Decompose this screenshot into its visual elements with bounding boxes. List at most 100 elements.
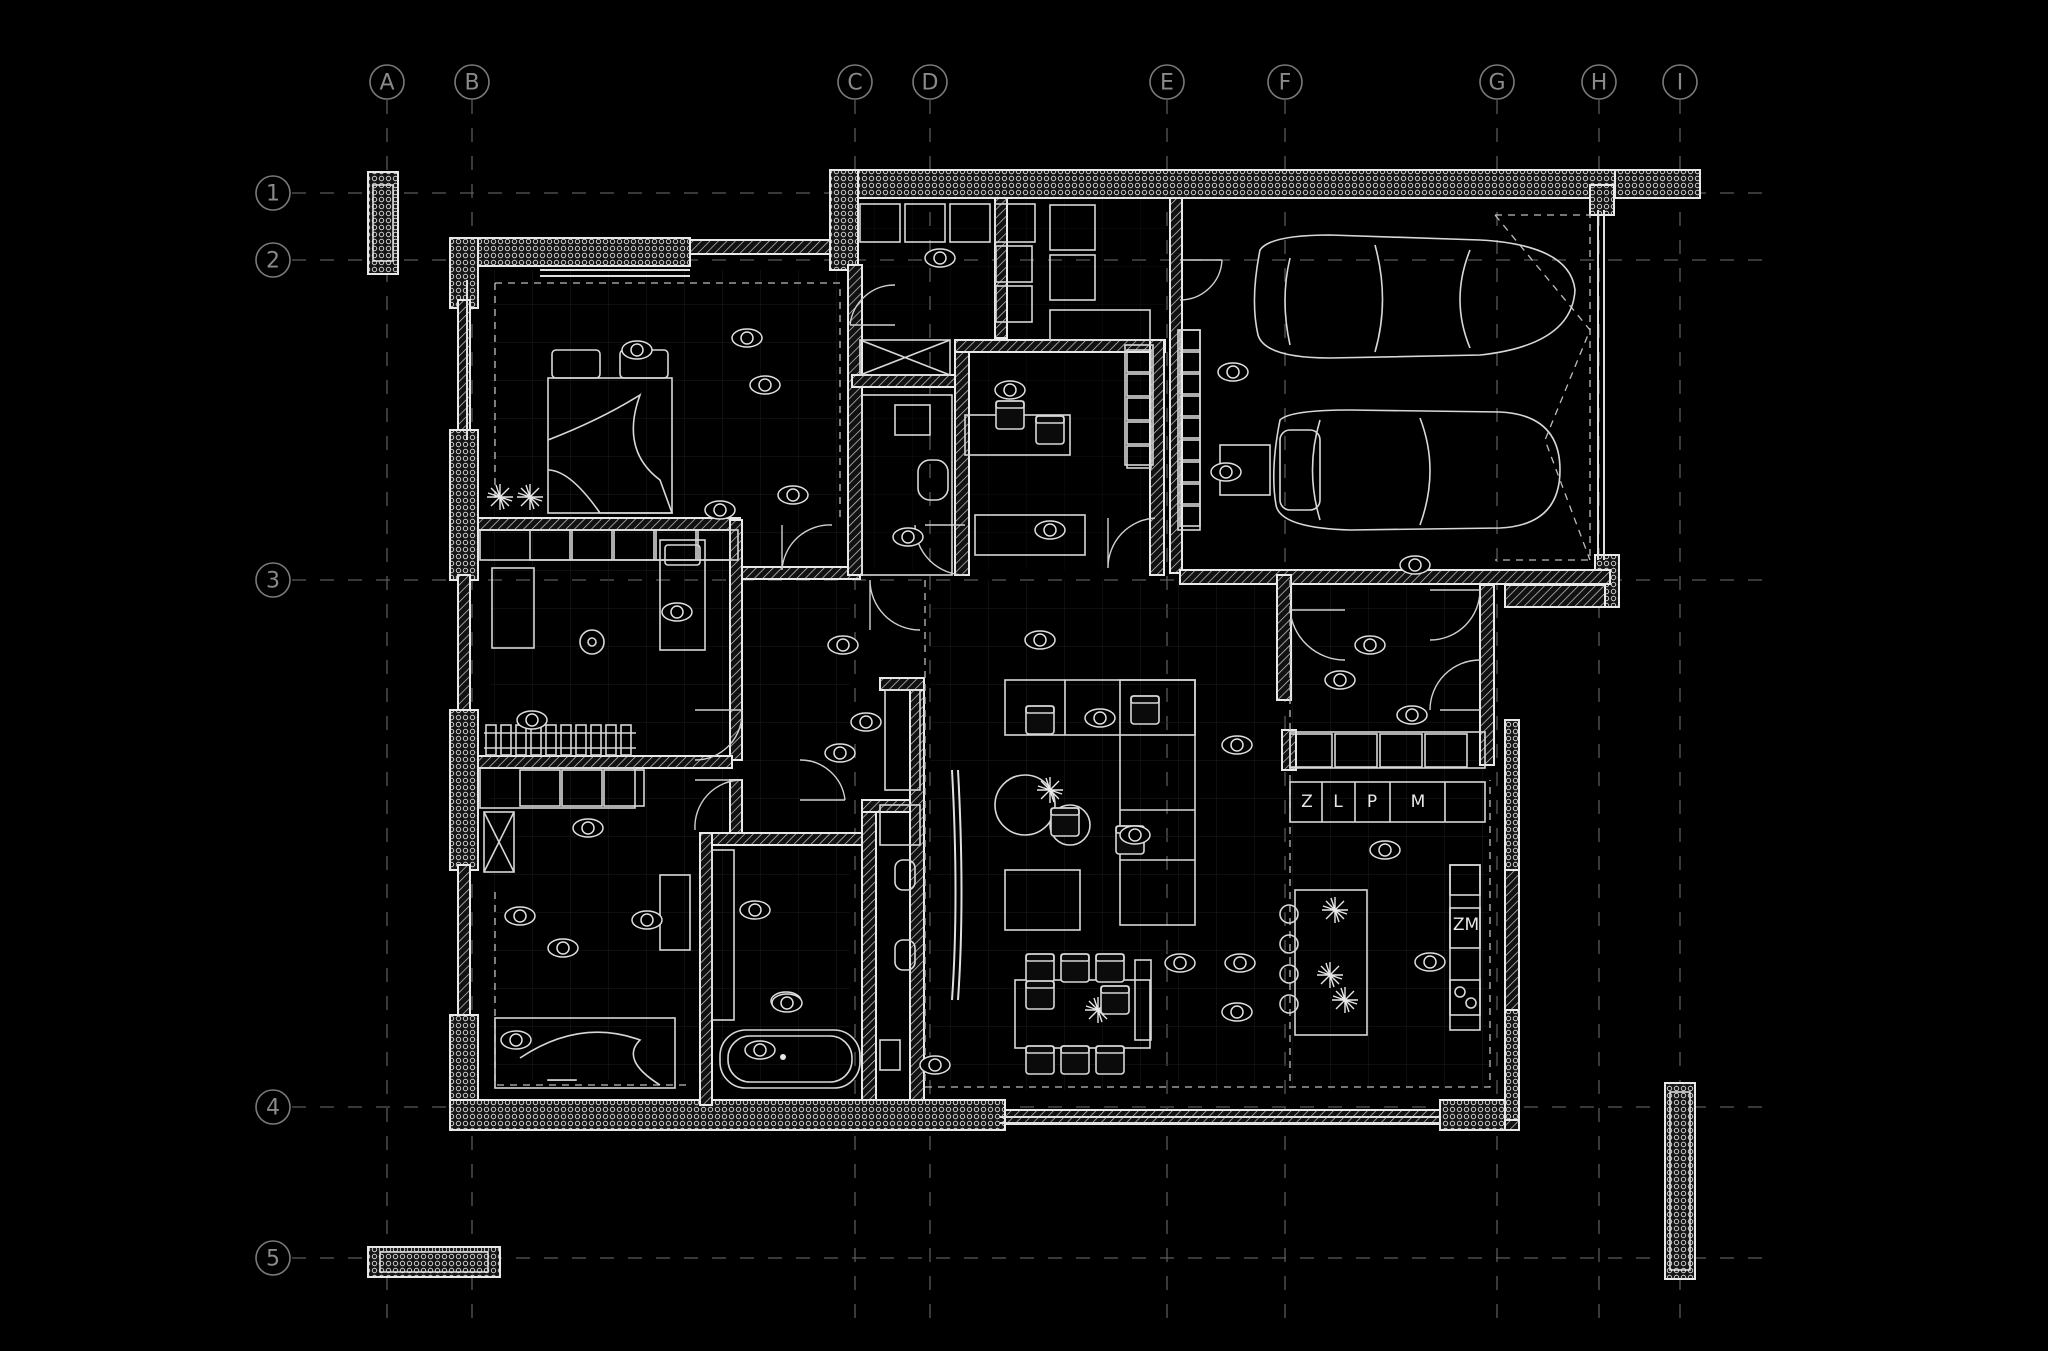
person-figure-icon: [504, 906, 536, 926]
chair-icon: [1095, 953, 1125, 983]
double-bed-lower: [494, 1017, 676, 1089]
person-figure-icon: [1369, 840, 1401, 860]
axis-bubble-1: [255, 175, 291, 211]
axis-bubble-d: [912, 64, 948, 100]
person-figure-icon: [631, 910, 663, 930]
axis-bubble-i: [1662, 64, 1698, 100]
axis-bubble-e: [1149, 64, 1185, 100]
kitchen-units: Z L P M ZM: [1279, 781, 1486, 1036]
person-figure-icon: [731, 328, 763, 348]
person-figure-icon: [1221, 1002, 1253, 1022]
person-figure-icon: [1354, 635, 1386, 655]
chair-icon: [1025, 705, 1055, 735]
chair-icon: [1025, 980, 1055, 1010]
axis-label-e: E: [1160, 71, 1174, 96]
person-figure-icon: [1217, 362, 1249, 382]
axis-bubble-3: [255, 562, 291, 598]
coffee-table: [994, 774, 1056, 836]
person-figure-icon: [924, 248, 956, 268]
axis-label-b: B: [464, 71, 479, 96]
person-figure-icon: [892, 527, 924, 547]
axis-bubble-5: [255, 1240, 291, 1276]
kitchen-label-l: L: [1333, 792, 1343, 812]
axis-label-2: 2: [266, 249, 280, 274]
car-lower: [1272, 409, 1561, 531]
person-figure-icon: [824, 743, 856, 763]
person-figure-icon: [704, 500, 736, 520]
person-figure-icon: [1164, 953, 1196, 973]
person-figure-icon: [777, 485, 809, 505]
person-figure-icon: [1119, 825, 1151, 845]
single-bed: [659, 539, 706, 651]
person-figure-icon: [850, 712, 882, 732]
person-figure-icon: [919, 1055, 951, 1075]
person-figure-icon: [1221, 735, 1253, 755]
person-figure-icon: [1399, 555, 1431, 575]
windows: [466, 210, 1605, 1124]
person-figure-icon: [572, 818, 604, 838]
axis-bubble-2: [255, 242, 291, 278]
person-figure-icon: [1024, 630, 1056, 650]
kitchen-label-m: M: [1411, 792, 1426, 812]
axis-bubble-4: [255, 1089, 291, 1125]
garage-cars: [1253, 234, 1576, 531]
person-figure-icon: [1034, 520, 1066, 540]
axis-bubble-g: [1479, 64, 1515, 100]
axis-label-4: 4: [266, 1096, 280, 1121]
interior-walls: [477, 197, 1611, 1106]
round-stool-icon: [579, 629, 605, 655]
person-figure-icon: [1396, 705, 1428, 725]
axis-label-g: G: [1488, 71, 1505, 96]
axis-label-1: 1: [266, 182, 280, 207]
person-figure-icon: [516, 710, 548, 730]
living-room: [994, 679, 1196, 1049]
walls: [367, 169, 1701, 1280]
axis-label-a: A: [379, 71, 394, 96]
dashed-outlines: [494, 214, 1591, 1088]
axis-label-5: 5: [266, 1247, 280, 1272]
person-figure-icon: [500, 1030, 532, 1050]
axis-bubble-f: [1267, 64, 1303, 100]
axis-label-h: H: [1591, 71, 1608, 96]
person-figure-icon: [621, 340, 653, 360]
bathroom-fixtures: [711, 394, 953, 1089]
person-figure-icon: [1414, 952, 1446, 972]
floor-tiling: [490, 190, 1490, 1090]
car-upper: [1253, 234, 1576, 359]
chair-icon: [1050, 807, 1080, 837]
axis-label-i: I: [1677, 71, 1684, 96]
person-figure-icon: [1210, 462, 1242, 482]
axis-bubble-b: [454, 64, 490, 100]
axis-label-f: F: [1279, 71, 1292, 96]
person-figure-icon: [739, 900, 771, 920]
chair-icon: [1095, 1045, 1125, 1075]
person-figure-icon: [1224, 953, 1256, 973]
axis-bubble-a: [369, 64, 405, 100]
axis-label-3: 3: [266, 569, 280, 594]
chair-icon: [1025, 953, 1055, 983]
plants: [486, 483, 1359, 1060]
axis-bubble-h: [1581, 64, 1617, 100]
chair-icon: [1060, 1045, 1090, 1075]
chair-icon: [1025, 1045, 1055, 1075]
person-figure-icon: [827, 635, 859, 655]
chair-icon: [1035, 415, 1065, 445]
chair-icon: [1060, 953, 1090, 983]
person-figure-icon: [1324, 670, 1356, 690]
kitchen-label-z: Z: [1301, 792, 1313, 812]
axis-labels: A B C D E F G H I 1 2 3 4 5: [255, 64, 1698, 1276]
bathtub: [719, 1029, 861, 1089]
person-figure-icon: [744, 1040, 776, 1060]
person-figure-icon: [1084, 708, 1116, 728]
kitchen-label-p: P: [1367, 792, 1377, 812]
beds: [491, 349, 706, 1089]
chair-icon: [1100, 985, 1130, 1015]
wardrobes: [479, 203, 1486, 1031]
person-figure-icon: [994, 380, 1026, 400]
appliance-label-zm: ZM: [1453, 915, 1479, 935]
person-figure-icon: [749, 375, 781, 395]
axis-label-c: C: [847, 71, 862, 96]
axis-label-d: D: [922, 71, 939, 96]
person-figure-icon: [547, 938, 579, 958]
